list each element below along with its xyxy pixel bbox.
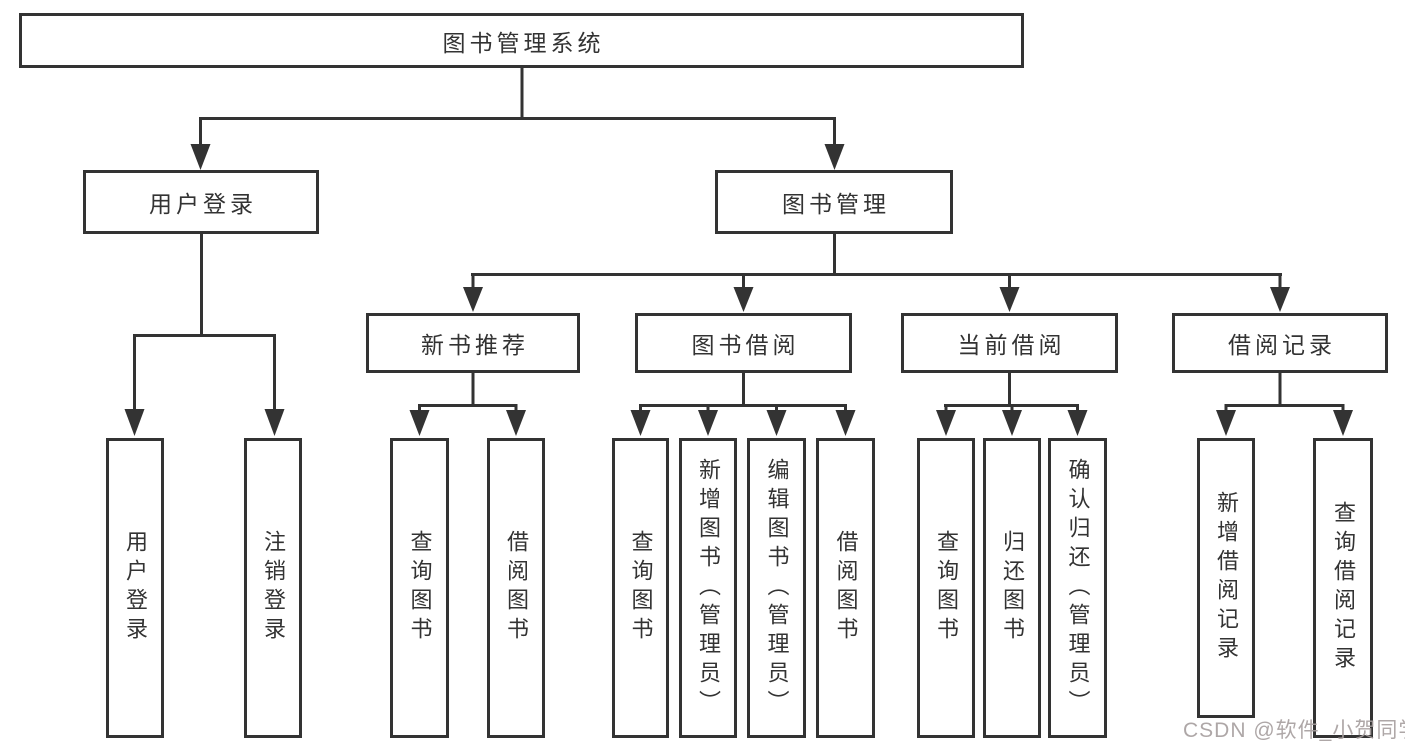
arrow-down-icon [264,409,285,436]
node-leaf-borrow-borrow-book: 借阅图书 [816,438,875,738]
node-current-borrow: 当前借阅 [901,313,1118,373]
leaf-label: 查询图书 [407,530,433,646]
arrow-down-icon [124,409,145,436]
leaf-label: 用户登录 [123,530,148,646]
node-leaf-borrow-add-book-admin: 新增图书（管理员） [679,438,737,738]
node-leaf-user-login: 用户登录 [106,438,164,738]
leaf-label: 查询借阅记录 [1331,501,1356,675]
node-library-management-system: 图书管理系统 [19,13,1024,68]
node-leaf-recommend-borrow-book: 借阅图书 [487,438,545,738]
arrow-down-icon [999,287,1020,312]
arrow-down-icon [1333,410,1353,436]
node-user-login: 用户登录 [83,170,319,234]
arrow-down-icon [835,410,856,436]
node-new-book-recommend: 新书推荐 [366,313,580,373]
node-book-borrow: 图书借阅 [635,313,852,373]
arrow-down-icon [463,287,483,312]
node-leaf-logout: 注销登录 [244,438,302,738]
node-leaf-borrow-edit-book-admin: 编辑图书（管理员） [747,438,806,738]
node-leaf-current-query-book: 查询图书 [917,438,975,738]
node-leaf-borrow-query-book: 查询图书 [612,438,669,738]
leaf-label: 借阅图书 [504,530,529,646]
node-leaf-record-add: 新增借阅记录 [1197,438,1255,718]
node-leaf-current-return-book: 归还图书 [983,438,1041,738]
node-leaf-record-query: 查询借阅记录 [1313,438,1373,738]
arrow-down-icon [733,287,754,312]
leaf-label: 查询图书 [628,530,654,646]
leaf-label: 归还图书 [1000,530,1025,646]
csdn-watermark: CSDN @软件_小贺同学 [1183,719,1405,742]
arrow-down-icon [766,410,787,436]
node-book-management: 图书管理 [715,170,953,234]
node-borrow-record: 借阅记录 [1172,313,1388,373]
arrow-down-icon [506,410,526,436]
arrow-down-icon [1067,410,1088,436]
arrow-down-icon [1216,410,1236,436]
node-leaf-recommend-query-book: 查询图书 [390,438,449,738]
leaf-label: 借阅图书 [833,530,859,646]
leaf-label: 编辑图书（管理员） [764,457,790,719]
arrow-down-icon [630,410,651,436]
arrow-down-icon [936,410,956,436]
leaf-label: 新增图书（管理员） [696,457,721,719]
arrow-down-icon [698,410,718,436]
arrow-down-icon [1002,410,1022,436]
leaf-label: 新增借阅记录 [1214,491,1239,665]
leaf-label: 注销登录 [261,530,286,646]
arrow-down-icon [190,144,211,170]
arrow-down-icon [1270,287,1290,312]
arrow-down-icon [824,144,845,170]
arrow-down-icon [409,410,430,436]
node-leaf-current-confirm-return-admin: 确认归还（管理员） [1048,438,1107,738]
leaf-label: 查询图书 [934,530,959,646]
leaf-label: 确认归还（管理员） [1065,457,1091,719]
